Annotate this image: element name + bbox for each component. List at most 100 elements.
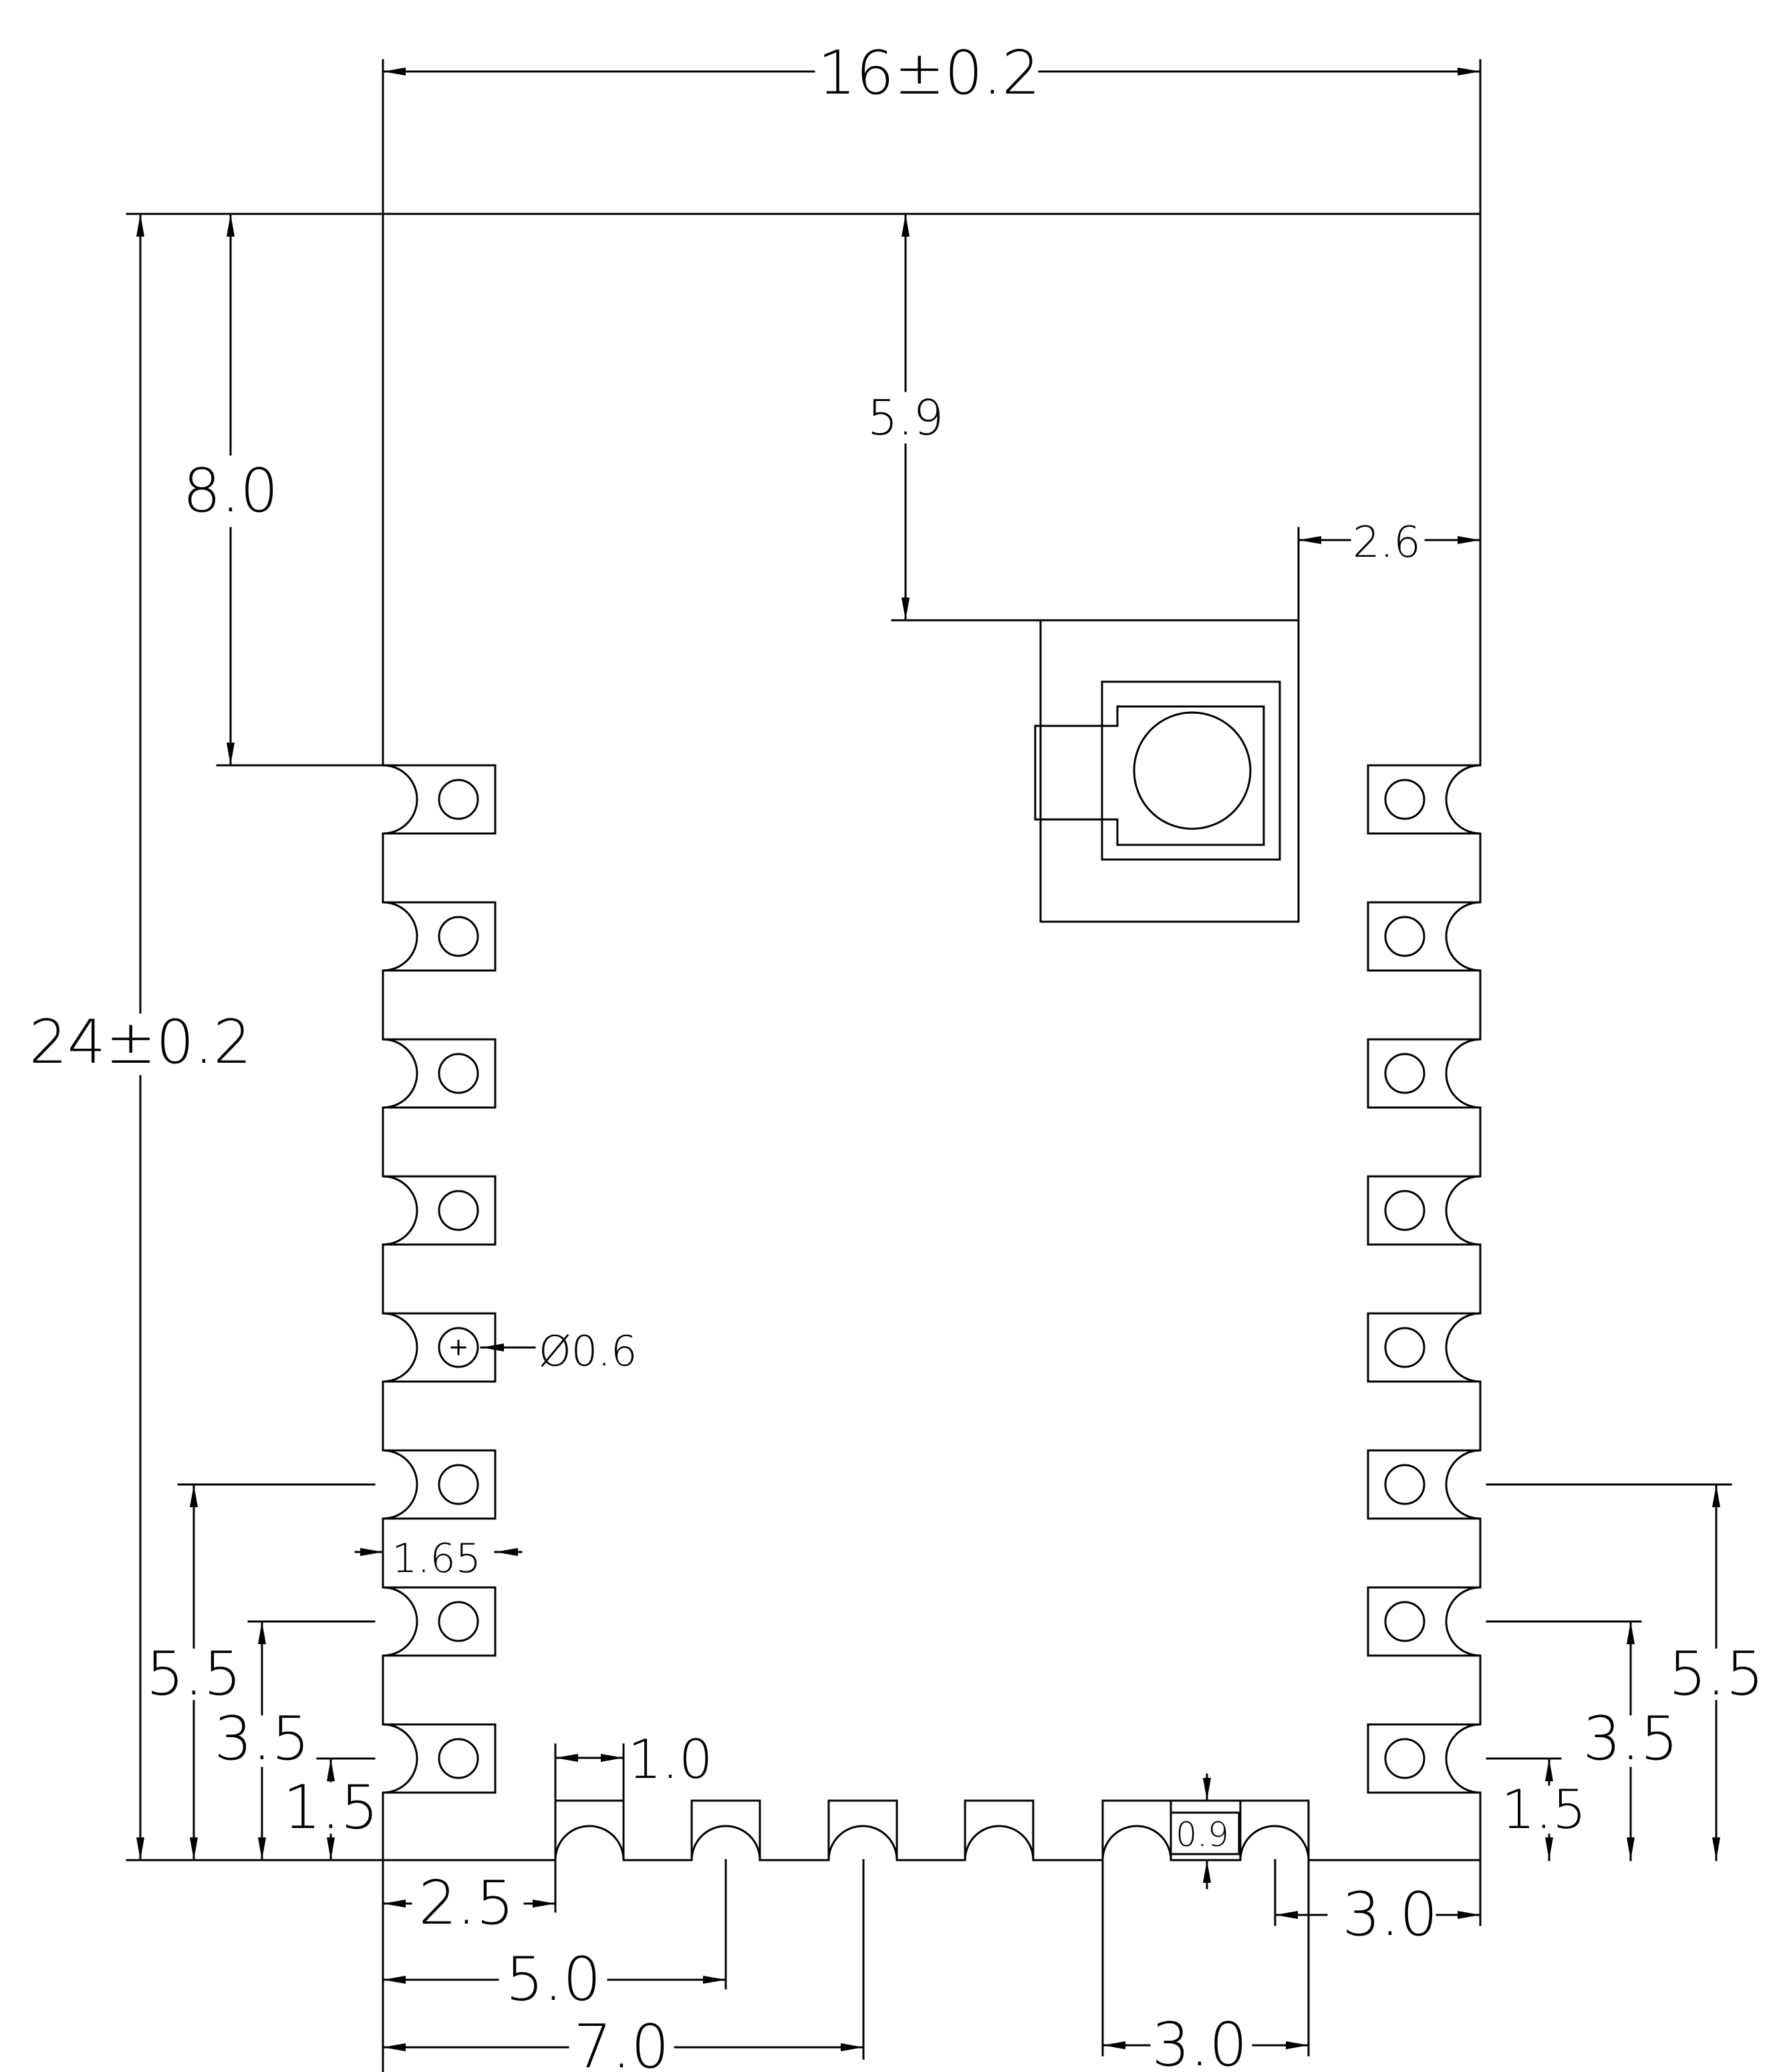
rf-connector-socket [1133,711,1252,830]
dimension-arrow [360,1548,383,1556]
rf-connector-inner-frame [1034,705,1265,846]
dim-bottom-right-3-0-label: 3.0 [1342,1880,1438,1950]
dimension-arrow [258,1837,266,1860]
dim-right-1-5-label: 1.5 [1501,1779,1586,1841]
dim-bottom-pad-height-label: 0.9 [1176,1815,1229,1854]
dim-left-3-5-label: 3.5 [214,1704,309,1774]
right-pad-outline [1367,764,1482,835]
dimension-arrow [136,1837,144,1860]
rf-connector [1034,619,1300,923]
right-pad [1367,901,1482,972]
right-pad-outline [1367,1312,1482,1383]
left-pad [382,1312,497,1383]
left-pad-outline [382,1723,497,1794]
dim-width-label: 16±0.2 [817,38,1040,108]
left-pad-hole [438,1464,479,1505]
dimension-arrow [1712,1837,1720,1860]
bottom-pad [1101,1799,1172,1861]
dim-bottom-span-3-0-label: 3.0 [1151,2010,1247,2072]
dimension-labels: 16±0.2 24±0.2 8.0 5.9 2.6 Ø0.6 1.65 5.5 … [29,38,1764,2072]
dim-right-3-5-label: 3.5 [1583,1704,1678,1774]
dim-right-5-5-label: 5.5 [1668,1639,1764,1709]
left-pad [382,1723,497,1794]
right-pad-outline [1367,901,1482,972]
dimension-arrow [1286,2041,1309,2049]
dimension-arrow [258,1622,266,1644]
dimension-arrow [383,1900,406,1908]
left-pad-outline [382,1586,497,1657]
rf-connector-outer-body [1039,619,1300,923]
left-pad-hole [438,1053,479,1094]
dim-top-to-connector-label: 5.9 [867,390,944,446]
dimension-arrow [1458,1911,1480,1919]
dimension-arrow [1458,68,1480,76]
dimension-arrow [227,743,235,765]
dimension-arrow [1203,1778,1211,1801]
dimension-arrow [1299,536,1321,544]
dimension-arrow [1545,1759,1553,1781]
left-pad-outline [382,901,497,972]
dimension-arrow [383,68,406,76]
right-pad-outline [1367,1449,1482,1520]
bottom-pad [554,1799,625,1861]
right-pad-hole [1384,779,1425,820]
left-pad-hole [438,1738,479,1779]
dim-connector-to-right-label: 2.6 [1353,518,1421,567]
right-pad-hole [1384,1601,1425,1642]
left-pad [382,1449,497,1520]
left-pad [382,901,497,972]
dim-bottom-2-5-label: 2.5 [418,1868,514,1938]
right-pad-hole [1384,916,1425,957]
right-pad-outline [1367,1723,1482,1794]
right-pad [1367,1723,1482,1794]
right-pad-hole [1384,1464,1425,1505]
dim-pad-length-label: 1.65 [392,1535,481,1582]
bottom-pad [827,1799,898,1861]
dimension-arrow [495,1548,518,1556]
right-pad-outline [1367,1586,1482,1657]
dimension-arrow [383,2043,406,2051]
bottom-pad [964,1799,1035,1861]
dimension-arrow [1203,1860,1211,1883]
dimension-arrow [902,214,910,237]
right-pad-hole [1384,1053,1425,1094]
dimension-arrow [481,1343,504,1351]
dimension-arrow [841,2043,863,2051]
dimension-arrow [383,1976,406,1984]
pad-height-label-box [1170,1811,1240,1855]
left-pad [382,1038,497,1109]
dimension-arrow [1712,1484,1720,1507]
dimension-arrow [327,1837,335,1860]
left-pad-hole [438,916,479,957]
dimension-arrow [601,1754,624,1762]
dimension-arrow [190,1484,198,1507]
dim-bottom-pad-width-label: 1.0 [628,1728,712,1791]
right-pad-outline [1367,1038,1482,1109]
right-pad [1367,764,1482,835]
dim-top-to-first-pad-label: 8.0 [182,456,278,526]
dimension-arrow [1275,1911,1298,1919]
left-pad-outline [382,1175,497,1246]
dimension-arrow [1458,536,1480,544]
dimension-arrow [1545,1837,1553,1860]
rf-connector-frame [1101,680,1281,861]
dim-height-label: 24±0.2 [29,1007,251,1077]
dim-bottom-5-0-label: 5.0 [505,1944,601,2015]
bottom-pad [690,1799,761,1861]
dim-left-5-5-label: 5.5 [146,1639,241,1709]
left-pad [382,764,497,835]
left-pad-column [382,764,497,1794]
right-pad-hole [1384,1327,1425,1368]
right-pad-outline [1367,1175,1482,1246]
left-pad [382,1175,497,1246]
dim-bottom-7-0-label: 7.0 [573,2012,669,2072]
dim-left-1-5-label: 1.5 [283,1773,378,1843]
left-pad-outline [382,1449,497,1520]
right-pad [1367,1449,1482,1520]
left-pad-hole [438,1327,479,1368]
dimension-arrow [1627,1837,1635,1860]
dim-hole-diameter-label: Ø0.6 [539,1327,637,1376]
bottom-pad [1239,1799,1310,1861]
left-pad-outline [382,764,497,835]
